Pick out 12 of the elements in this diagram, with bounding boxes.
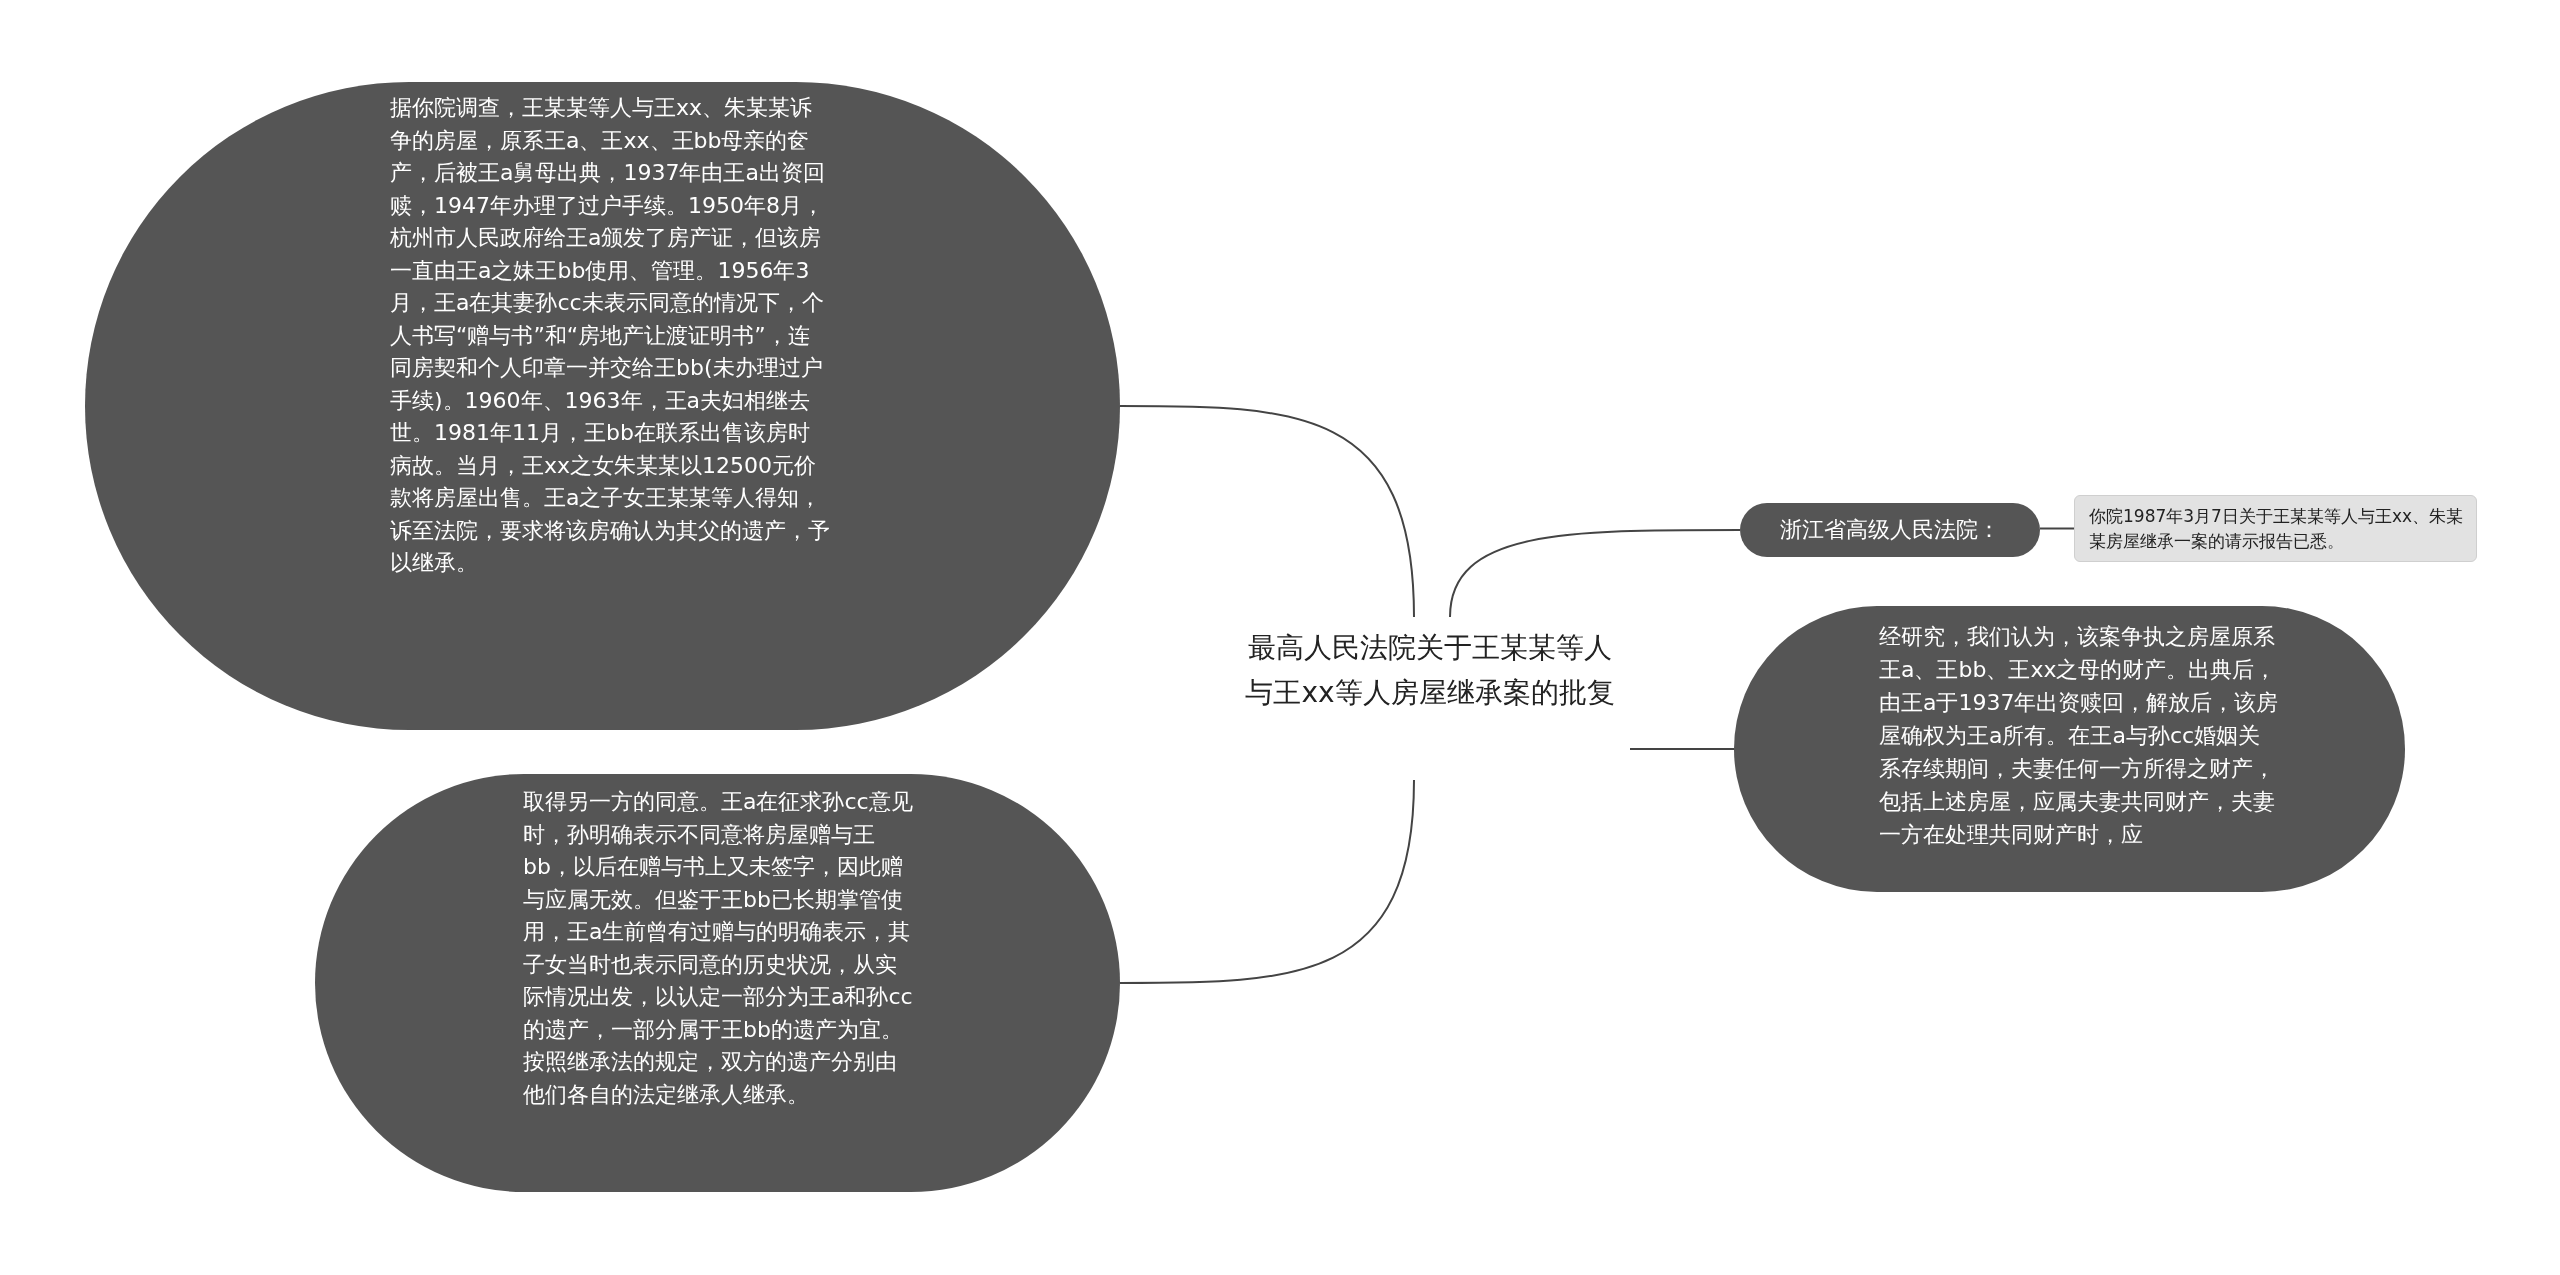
body-text: 你院1987年3月7日关于王某某等人与王xx、朱某某房屋继承一案的请示报告已悉。 <box>2089 505 2465 553</box>
body-text: 取得另一方的同意。王a在征求孙cc意见时，孙明确表示不同意将房屋赠与王bb，以后在赠与书上又未签字，因此赠与应属无效。但鉴于王bb已长期掌管使用，王a生前曾有过赠与的明确表示，其子女当时也表示同意的历史状况，从实际情况出发，以认定一部分为王a和孙cc的遗产，一部分属于王bb的遗产为宜。按照继承法的规定，双方的遗产分别由他们各自的法定继承人继承。 <box>523 788 914 1109</box>
body-text: 浙江省高级人民法院： <box>1779 516 2001 544</box>
connector-line <box>1449 529 1741 618</box>
body-text: 据你院调查，王某某等人与王xx、朱某某诉争的房屋，原系王a、王xx、王bb母亲的奁产，后被王a舅母出典，1937年由王a出资回赎，1947年办理了过户手续。1950年8月，杭州市人民政府给王a颁发了房产证，但该房一直由王a之妹王bb使用、管理。1956年3月，王a在其妻孙cc未表示同意的情况下，个人书写“赠与书”和“房地产让渡证明书”，连同房契和个人印章一并交给王bb(未办理过户手续)。1960年、1963年，王a夫妇相继去世。1981年11月，王bb在联系出售该房时病故。当月，王xx之女朱某某以12500元价款将房屋出售。王a之子女王某某等人得知，诉至法院，要求将该房确认为其父的遗产，予以继承。 <box>390 94 830 577</box>
connector-line <box>1119 405 1415 618</box>
note-box <box>2074 495 2477 562</box>
connector-line <box>1119 779 1415 984</box>
topic-pill <box>1740 503 2040 557</box>
connector-line <box>2039 527 2075 530</box>
body-text: 经研究，我们认为，该案争执之房屋原系王a、王bb、王xx之母的财产。出典后，由王a于1937年出资赎回，解放后，该房屋确权为王a所有。在王a与孙cc婚姻关系存续期间，夫妻任何一方所得之财产，包括上述房屋，应属夫妻共同财产，夫妻一方在处理共同财产时，应 <box>1879 623 2279 849</box>
title-text: 最高人民法院关于王某某等人与王xx等人房屋继承案的批复 <box>1244 630 1616 711</box>
